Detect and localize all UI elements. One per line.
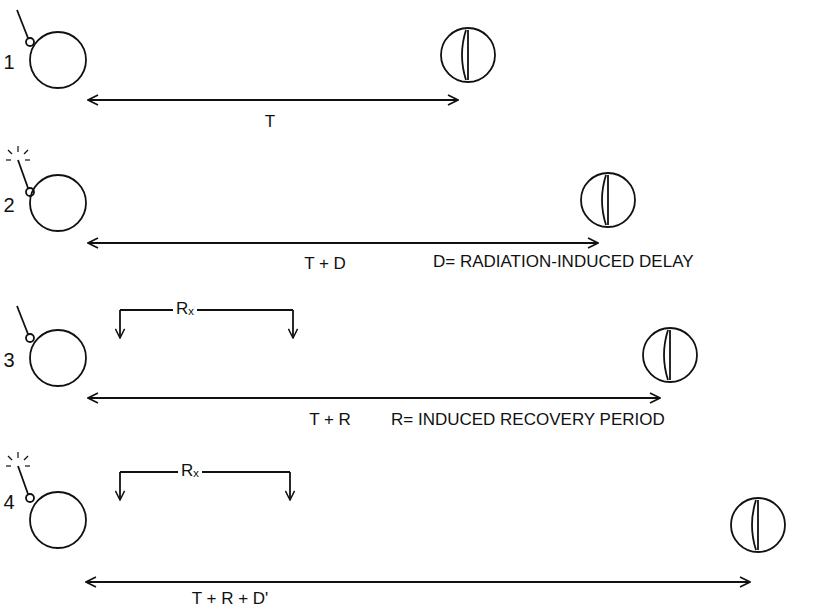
lamp-off	[17, 306, 34, 342]
row-number: 1	[2, 51, 15, 73]
egg-cell	[30, 492, 86, 548]
legend-note: D= RADIATION-INDUCED DELAY	[430, 253, 697, 272]
duration-label: T + R + D'	[189, 590, 272, 609]
egg-cell	[30, 175, 86, 231]
time-arrow	[88, 99, 458, 101]
time-arrow	[88, 397, 660, 399]
treatment-label: Rₓ	[178, 462, 202, 481]
two-cell-stage	[731, 498, 785, 552]
time-arrow	[88, 242, 598, 244]
duration-label: T	[262, 113, 278, 132]
egg-cell	[30, 330, 86, 386]
two-cell-stage	[643, 328, 697, 382]
lamp-on	[6, 146, 34, 196]
lamp-off	[17, 10, 34, 46]
duration-label: T + D	[301, 255, 349, 274]
egg-cell	[30, 32, 86, 88]
row-number: 3	[2, 349, 15, 371]
duration-label: T + R	[306, 411, 354, 430]
treatment-bracket	[120, 472, 290, 500]
treatment-bracket	[120, 310, 293, 338]
time-arrow	[86, 581, 750, 583]
two-cell-stage	[581, 173, 635, 227]
row-number: 2	[2, 194, 15, 216]
treatment-label: Rₓ	[173, 300, 197, 319]
legend-note: R= INDUCED RECOVERY PERIOD	[388, 411, 668, 430]
row-number: 4	[2, 491, 15, 513]
two-cell-stage	[441, 28, 495, 82]
